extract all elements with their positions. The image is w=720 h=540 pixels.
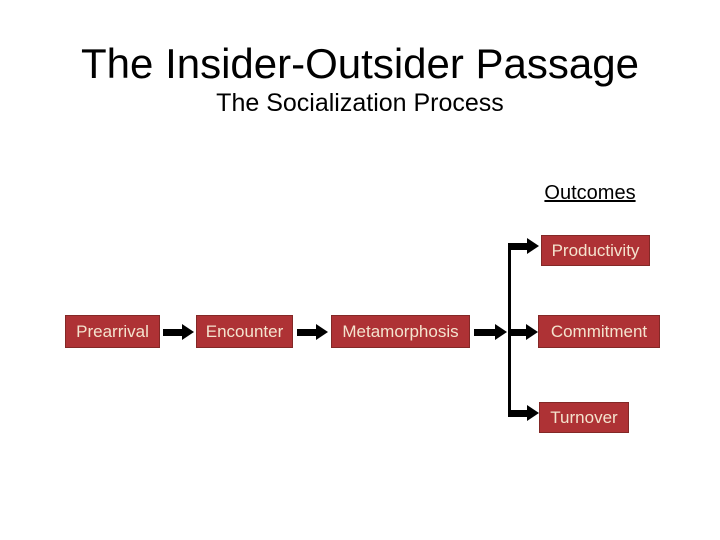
arrow-head [182, 324, 194, 340]
stage-box-prearrival: Prearrival [65, 315, 160, 348]
arrow-shaft [511, 328, 526, 336]
arrow-head [527, 405, 539, 421]
stage-label-metamorphosis: Metamorphosis [342, 322, 459, 341]
flow-arrow-to-commitment-icon [511, 324, 538, 340]
outcomes-heading: Outcomes [544, 182, 636, 204]
arrow-head [526, 324, 538, 340]
arrow-shaft [509, 409, 527, 417]
flow-arrow-prearrival-to-encounter-icon [163, 324, 194, 340]
arrow-head [495, 324, 507, 340]
arrow-shaft [297, 328, 316, 336]
stage-box-metamorphosis: Metamorphosis [331, 315, 470, 348]
arrow-head [316, 324, 328, 340]
outcome-box-productivity: Productivity [541, 235, 650, 266]
outcome-box-turnover: Turnover [539, 402, 629, 433]
flow-arrow-encounter-to-metamorphosis-icon [297, 324, 328, 340]
flow-arrow-to-turnover-icon [509, 405, 539, 421]
outcome-box-commitment: Commitment [538, 315, 660, 348]
stage-label-encounter: Encounter [205, 322, 284, 341]
flow-arrow-metamorphosis-to-connector-icon [474, 324, 507, 340]
flow-arrow-to-productivity-icon [509, 238, 539, 254]
slide-subtitle: The Socialization Process [216, 89, 504, 117]
slide-title: The Insider-Outsider Passage [81, 40, 639, 87]
stage-box-encounter: Encounter [196, 315, 293, 348]
outcome-label-commitment: Commitment [550, 322, 648, 341]
outcomes-connector-line [508, 243, 511, 417]
arrow-shaft [474, 328, 495, 336]
outcome-label-productivity: Productivity [551, 241, 640, 260]
stage-label-prearrival: Prearrival [76, 322, 149, 341]
outcome-label-turnover: Turnover [550, 408, 618, 427]
arrow-shaft [509, 242, 527, 250]
arrow-shaft [163, 328, 182, 336]
arrow-head [527, 238, 539, 254]
